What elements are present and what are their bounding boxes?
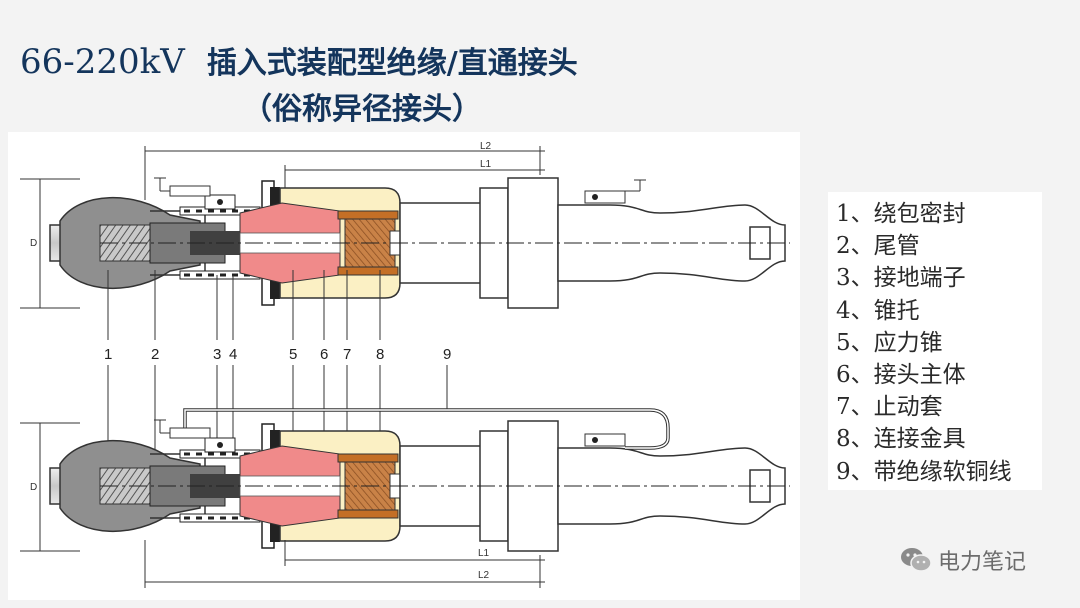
title-text: 插入式装配型绝缘/直通接头 (206, 46, 578, 81)
callout-2: 2 (151, 346, 159, 363)
ground-lead-bottom (154, 419, 211, 439)
dim-label-l1-top: L1 (480, 159, 492, 170)
callout-7: 7 (343, 346, 351, 363)
voltage-rating: 66-220kV (20, 42, 185, 82)
watermark: 电力笔记 (900, 543, 1026, 577)
legend-item: 7、止动套 (836, 394, 943, 421)
legend-item: 9、带绝缘软铜线 (836, 458, 1012, 485)
legend-item: 3、接地端子 (836, 265, 966, 292)
parts-legend: 1、绕包密封 2、尾管 3、接地端子 4、锥托 5、应力锥 6、接头主体 7、止… (828, 192, 1042, 490)
callout-5: 5 (289, 346, 297, 363)
callout-9: 9 (443, 346, 451, 363)
page-subtitle: （俗称异径接头） (242, 92, 482, 127)
dimension-lines-bottom (20, 422, 545, 588)
page-title: 66-220kV 插入式装配型绝缘/直通接头 (20, 38, 578, 82)
callout-1: 1 (104, 346, 112, 363)
dim-label-l2-bottom: L2 (478, 570, 490, 581)
callout-4: 4 (229, 346, 237, 363)
wechat-icon (901, 548, 932, 572)
dim-label-d-top: D (30, 238, 37, 249)
callout-8: 8 (376, 346, 384, 363)
legend-item: 4、锥托 (836, 297, 920, 324)
legend-item: 8、连接金具 (836, 426, 966, 453)
callout-3: 3 (213, 346, 221, 363)
legend-item: 1、绕包密封 (836, 201, 966, 227)
callout-numbers: 1 2 3 4 5 6 7 8 9 (104, 346, 451, 363)
callout-6: 6 (320, 346, 328, 363)
dim-label-l2-top: L2 (480, 141, 492, 152)
legend-item: 6、接头主体 (836, 361, 966, 388)
watermark-text: 电力笔记 (938, 550, 1027, 575)
dimension-lines-top (20, 146, 545, 309)
legend-item: 2、尾管 (836, 233, 920, 260)
dim-label-l1-bottom: L1 (478, 548, 490, 559)
dim-label-d-bottom: D (30, 482, 37, 493)
ground-lead-top (154, 177, 646, 197)
legend-item: 5、应力锥 (836, 329, 943, 356)
